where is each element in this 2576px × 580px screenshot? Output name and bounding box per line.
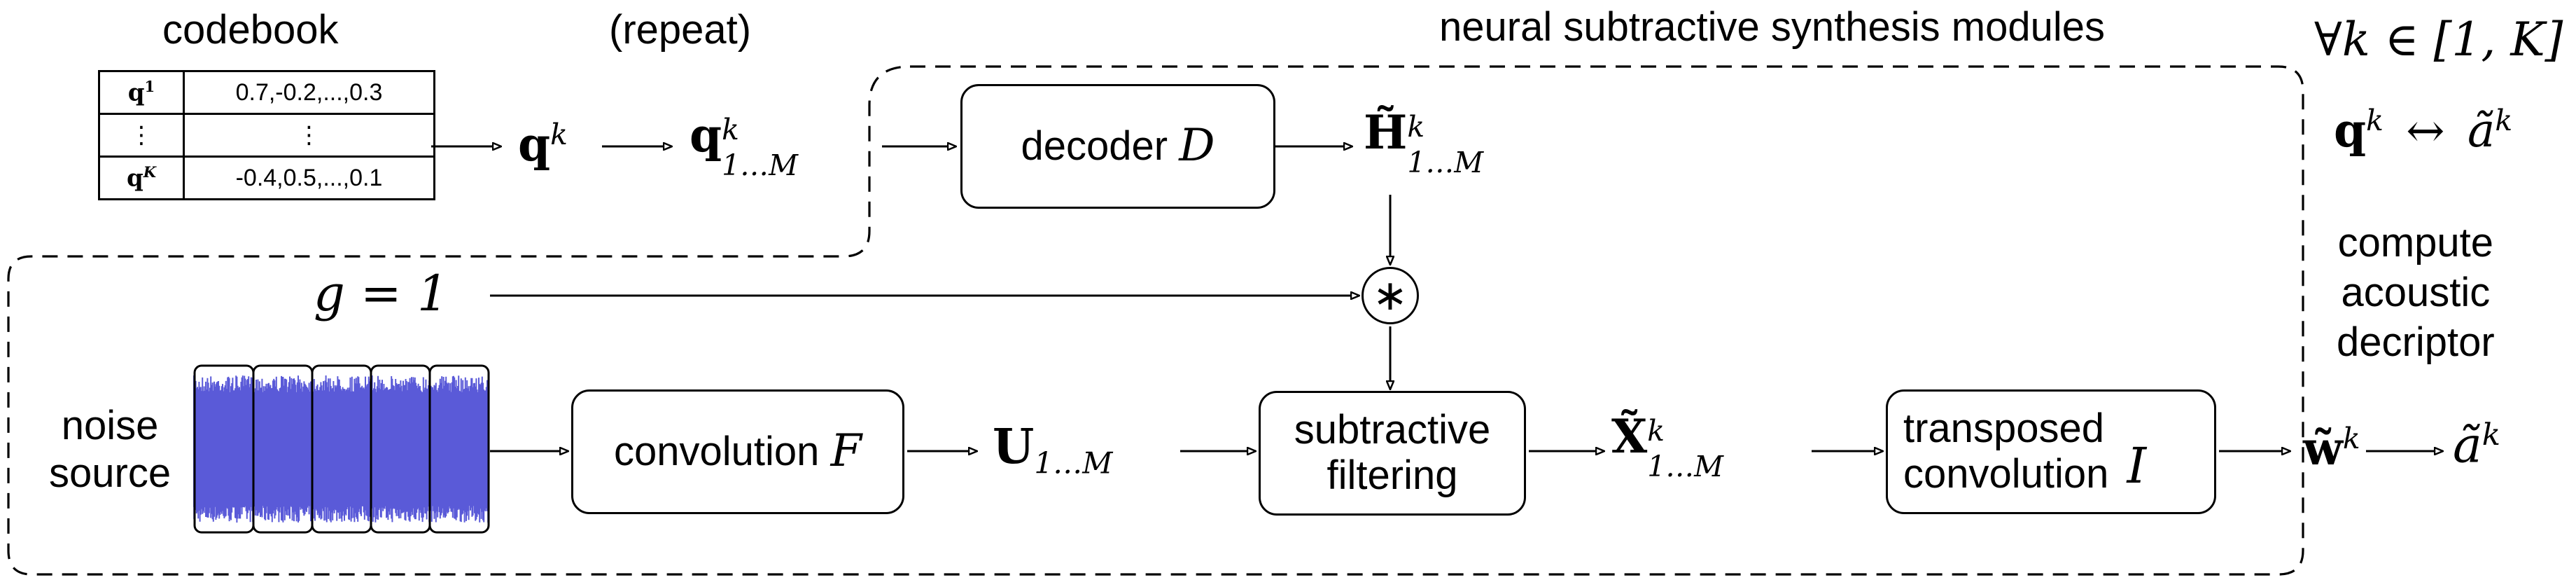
subtractive-filtering-box: subtractive filtering xyxy=(1259,391,1526,516)
correspondence-label: qk ↔ ãk xyxy=(2334,103,2513,158)
transposed-convolution-line1: transposed xyxy=(1903,406,2104,452)
gain-label: g = 1 xyxy=(314,265,449,322)
module-title: neural subtractive synthesis modules xyxy=(1439,4,2106,50)
codebook-row: ⋮ ⋮ xyxy=(98,113,435,158)
noise-frames xyxy=(193,364,490,534)
decoder-box: decoder D xyxy=(960,84,1275,209)
noise-waveform-trace xyxy=(193,375,489,523)
codebook-row: q1 0.7,-0.2,...,0.3 xyxy=(98,70,435,115)
compute-descriptor-label: compute acoustic decriptor xyxy=(2337,220,2495,365)
u-symbol: U1…M xyxy=(993,419,1113,481)
noise-waveform xyxy=(193,366,489,532)
subtractive-filtering-line1: subtractive xyxy=(1294,407,1491,453)
codebook-row: qK -0.4,0.5,...,0.1 xyxy=(98,156,435,200)
multiply-node: ∗ xyxy=(1362,267,1419,324)
qk-symbol: qk xyxy=(518,117,568,172)
transposed-convolution-symbol: I xyxy=(2127,436,2147,495)
transposed-convolution-box: transposed convolution I xyxy=(1886,389,2216,514)
codebook-key-cell: q1 xyxy=(98,70,185,115)
codebook-key-cell: ⋮ xyxy=(98,113,185,158)
repeat-label: (repeat) xyxy=(609,7,752,53)
w-tilde-symbol: w̃k xyxy=(2303,421,2360,476)
codebook-key-cell: qK xyxy=(98,156,185,200)
codebook-value-cell: ⋮ xyxy=(183,113,435,158)
a-tilde-output-symbol: ãk xyxy=(2453,416,2501,474)
convolution-symbol: F xyxy=(830,425,862,478)
noise-frame xyxy=(428,364,490,534)
subtractive-filtering-line2: filtering xyxy=(1326,453,1458,498)
transposed-convolution-line2: convolution xyxy=(1903,451,2109,497)
codebook-value-cell: 0.7,-0.2,...,0.3 xyxy=(183,70,435,115)
forall-label: ∀k ∈ [1, K] xyxy=(2314,13,2563,67)
decoder-label: decoder xyxy=(1021,123,1168,169)
codebook-table: q1 0.7,-0.2,...,0.3 ⋮ ⋮ qK -0.4,0.5,...,… xyxy=(98,70,435,200)
convolution-label: convolution xyxy=(614,428,820,474)
decoder-symbol: D xyxy=(1179,120,1215,172)
codebook-value-cell: -0.4,0.5,...,0.1 xyxy=(183,156,435,200)
module-boundary-dashed xyxy=(7,65,2304,576)
convolution-box: convolution F xyxy=(571,389,904,514)
codebook-title: codebook xyxy=(162,7,339,53)
